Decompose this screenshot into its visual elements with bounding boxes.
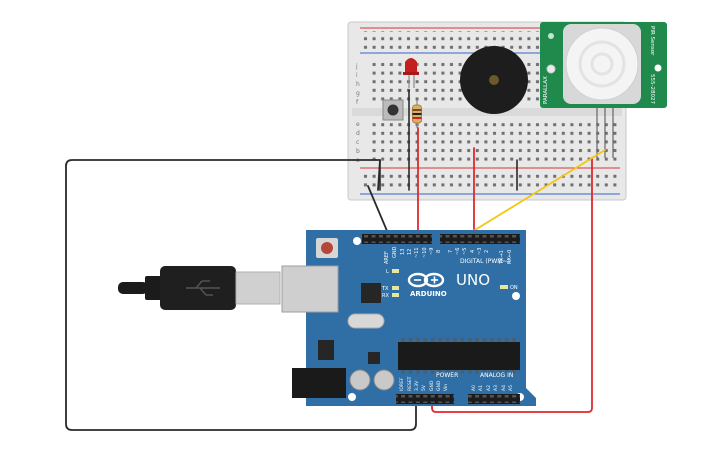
led-l-indicator [392,269,399,273]
pin-label-5v: 5V [421,384,427,391]
usb-b-port [281,265,339,313]
pir-mount-hole [546,64,556,74]
wire-black-gnd[interactable] [65,159,417,431]
row-letter: i [356,72,358,79]
arduino-uno[interactable]: AREF GND 13 12 ~11 ~10 ~9 8 7 ~6 ~5 4 ~3… [281,230,536,406]
pin-label-a2: A2 [486,385,492,391]
pir-mount-hole [654,64,662,72]
pin-label-7: 7 [448,250,454,253]
row-letter: g [356,90,360,97]
capacitor [373,369,395,391]
pin-label-rx0: RX←0 [507,250,513,264]
pin-label-5: ~5 [462,248,468,255]
pin-label-reset: RESET [407,376,413,391]
pin-label-11: ~11 [414,247,420,258]
led-tx-indicator [392,286,399,290]
row-letter: b [356,148,360,155]
led-body [405,58,417,74]
pin-label-12: 12 [407,249,413,255]
row-letter: e [356,121,360,128]
rail-holes-bottom [360,171,620,191]
pin-label-a5: A5 [508,385,514,391]
pin-label-gnd1: GND [429,380,435,391]
pin-label-gnd: GND [392,246,398,258]
pin-label-ioref: IOREF [399,377,405,391]
pin-label-3v3: 3.3V [414,380,420,391]
voltage-regulator [318,340,334,360]
power-jack [292,368,346,398]
capacitor [349,369,371,391]
pin-label-8: 8 [436,250,442,253]
usb-cable[interactable] [118,266,281,310]
pin-label-9: ~9 [429,248,435,255]
pir-title-label: PIR Sensor [649,26,655,56]
pin-label-aref: AREF [384,251,390,264]
pin-label-4: 4 [470,250,476,253]
crystal [347,313,385,329]
red-led[interactable] [403,58,419,88]
row-letter: d [356,130,360,137]
led-label-tx: TX [381,286,389,292]
led-rx-indicator [392,293,399,297]
row-letter: c [356,139,359,146]
pin-label-gnd2: GND [436,380,442,391]
pir-sensor[interactable]: PARALLAX PIR Sensor 555-28027 [540,22,667,158]
push-button[interactable] [382,99,404,121]
pin-label-a1: A1 [478,385,484,391]
usb-icon [186,280,220,296]
digital-label: DIGITAL (PWM~) [460,258,510,265]
wire-black-short[interactable] [367,185,391,239]
arduino-logo [407,272,445,288]
on-led [500,285,508,289]
row-letter: h [356,81,360,88]
pin-label-tx1: TX→1 [499,250,505,265]
pin-label-10: ~10 [422,247,428,258]
pin-label-a0: A0 [471,385,477,391]
usb-plug-metal [235,271,281,305]
wire-yellow-signal[interactable] [461,149,606,239]
row-letter: j [355,63,358,70]
pir-dome [565,27,639,101]
pir-brand-label: PARALLAX [543,76,549,104]
pin-label-6: ~6 [455,248,461,255]
pin-label-13: 13 [400,249,406,255]
power-label: POWER [436,372,458,379]
pin-label-a3: A3 [493,385,499,391]
wire-red-5v[interactable] [431,157,593,413]
resistor[interactable] [412,100,422,128]
usb-chip [361,283,381,303]
pin-label-3: ~3 [477,248,483,255]
analog-label: ANALOG IN [480,372,513,379]
piezo-buzzer[interactable] [460,46,528,114]
model-label: UNO [456,271,490,289]
usb-cable-strain [118,282,148,294]
buzzer-hole [489,75,499,85]
pin-label-a4: A4 [501,385,507,391]
atmega-chip [398,342,520,370]
pir-part-label: 555-28027 [649,74,655,104]
button-cap [387,104,399,116]
mount-hole [512,292,520,300]
small-chip [368,352,380,364]
terminal-holes-lower [368,118,618,162]
mount-hole [353,237,361,245]
led-label-rx: RX [382,293,389,299]
brand-label: ARDUINO [410,290,447,298]
mount-hole [348,393,356,401]
row-letter: f [356,99,359,106]
led-label-l: L [386,269,389,275]
pin-label-2: 2 [484,250,490,253]
on-label: ON [510,285,518,291]
pin-label-vin: Vin [443,384,449,391]
pir-pad [548,33,554,39]
